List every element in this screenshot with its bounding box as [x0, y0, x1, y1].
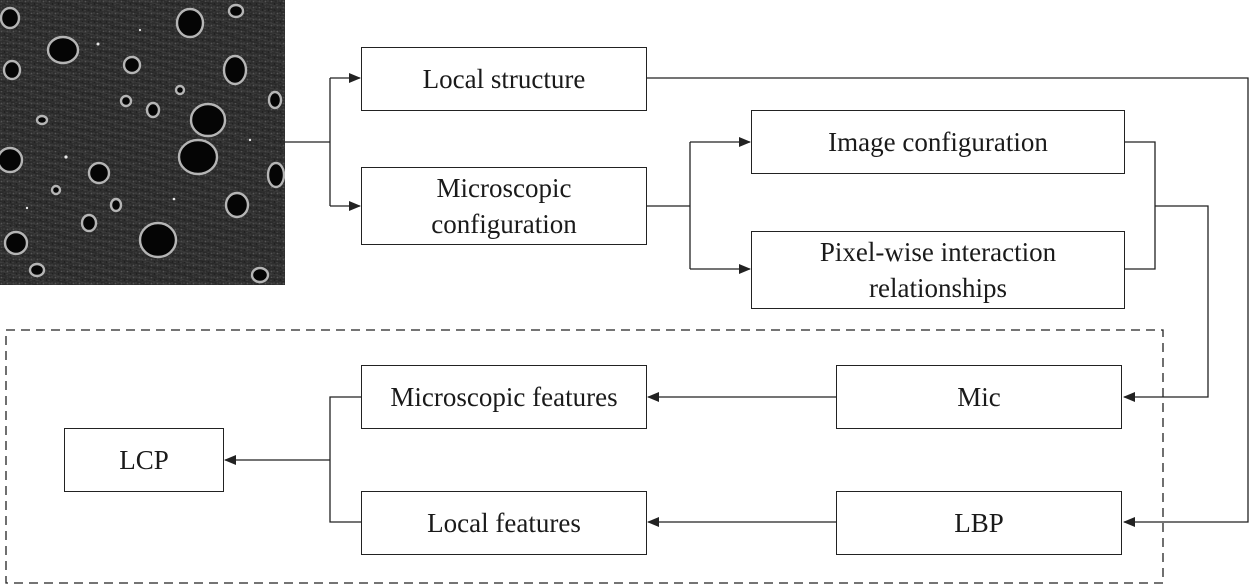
lbp-box: LBP [836, 491, 1122, 555]
pixel-wise-interaction-box: Pixel-wise interaction relationships [751, 231, 1125, 309]
pixel-wise-label-line1: Pixel-wise interaction [819, 237, 1057, 267]
microscopic-features-label: Microscopic features [390, 382, 618, 412]
microscopic-configuration-label-line2: configuration [431, 209, 577, 239]
local-features-box: Local features [361, 491, 647, 555]
microscopic-configuration-label-line1: Microscopic [436, 173, 572, 203]
image-configuration-box: Image configuration [751, 110, 1125, 174]
local-features-label: Local features [427, 508, 581, 538]
dashed-group-frame [5, 329, 1164, 584]
lcp-box: LCP [64, 428, 224, 492]
local-structure-box: Local structure [361, 47, 647, 111]
lbp-label: LBP [954, 508, 1004, 538]
image-configuration-label: Image configuration [828, 127, 1048, 157]
microscopic-features-box: Microscopic features [361, 365, 647, 429]
local-structure-label: Local structure [422, 64, 586, 94]
microscopic-texture-image [0, 0, 285, 285]
lcp-label: LCP [119, 445, 169, 475]
mic-box: Mic [836, 365, 1122, 429]
microscopic-configuration-box: Microscopic configuration [361, 167, 647, 245]
pixel-wise-label-line2: relationships [869, 273, 1007, 303]
mic-label: Mic [957, 382, 1001, 412]
